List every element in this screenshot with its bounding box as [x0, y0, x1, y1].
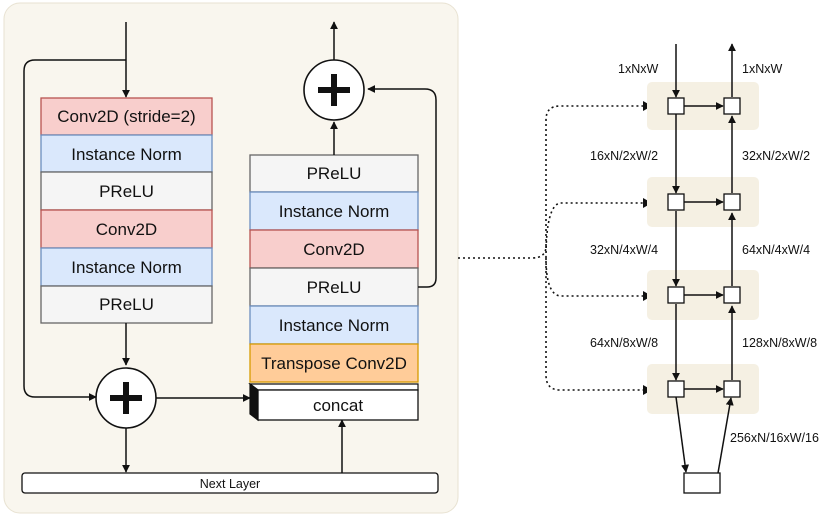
plus-icon	[318, 74, 350, 106]
concat-label: concat	[313, 396, 363, 415]
down-layer-4-label: Instance Norm	[71, 258, 182, 277]
up-skip-connection	[367, 85, 437, 288]
up-layer-2-box	[249, 229, 419, 269]
unet-left-label-2: 32xN/4xW/4	[590, 243, 658, 257]
unet-right-label-2: 64xN/4xW/4	[742, 243, 810, 257]
unet-right-label-0: 1xNxW	[742, 62, 782, 76]
next-layer-label: Next Layer	[200, 477, 260, 491]
up-layer-0-label: PReLU	[307, 164, 362, 183]
unet-node	[667, 97, 685, 115]
unet-node	[667, 380, 685, 398]
unet-left-label-0: 1xNxW	[618, 62, 658, 76]
up-block: PReLU Instance Norm Conv2D PReLU Instanc…	[249, 154, 419, 383]
up-layer-4: Instance Norm	[249, 305, 419, 345]
unet-bottleneck-in-arrow	[675, 396, 690, 473]
up-layer-5-label: Transpose Conv2D	[261, 354, 407, 373]
unet-node	[723, 286, 741, 304]
up-layer-3-label: PReLU	[307, 278, 362, 297]
down-layer-0: Conv2D (stride=2)	[40, 97, 213, 136]
concat-block: concat	[248, 382, 419, 422]
up-layer-4-label: Instance Norm	[279, 316, 390, 335]
plus-icon	[110, 382, 142, 414]
next-layer-bar: Next Layer	[21, 472, 439, 494]
up-layer-5: Transpose Conv2D	[249, 343, 419, 383]
down-add-node	[95, 367, 157, 429]
down-skip-connection	[23, 59, 126, 401]
unet-right-label-3: 128xN/8xW/8	[742, 336, 817, 350]
down-layer-4: Instance Norm	[40, 247, 213, 287]
up-layer-0: PReLU	[249, 154, 419, 193]
down-layer-2-box	[40, 171, 213, 211]
unet-node	[723, 97, 741, 115]
down-layer-3-label: Conv2D	[96, 220, 157, 239]
unet-right-label-4: 256xN/16xW/16	[730, 431, 819, 445]
down-layer-1-label: Instance Norm	[71, 145, 182, 164]
down-layer-3: Conv2D	[40, 209, 213, 249]
up-layer-5-box	[249, 343, 419, 383]
unet-node	[723, 380, 741, 398]
down-layer-2-label: PReLU	[99, 182, 154, 201]
unet-schematic: 1xNxW 16xN/2xW/2 32xN/4xW/4 64xN/8xW/8 1…	[590, 43, 819, 494]
unet-node	[667, 286, 685, 304]
down-layer-2: PReLU	[40, 171, 213, 211]
down-layer-0-label: Conv2D (stride=2)	[57, 107, 195, 126]
up-layer-3: PReLU	[249, 267, 419, 307]
up-layer-2-label: Conv2D	[303, 240, 364, 259]
down-block: Conv2D (stride=2) Instance Norm PReLU Co…	[40, 97, 213, 324]
unet-node	[723, 193, 741, 211]
up-layer-1-label: Instance Norm	[279, 202, 390, 221]
concat-box-front	[257, 389, 419, 421]
up-layer-4-box	[249, 305, 419, 345]
next-layer-box	[21, 472, 439, 494]
down-layer-5: PReLU	[40, 285, 213, 324]
up-layer-1: Instance Norm	[249, 191, 419, 231]
down-layer-1: Instance Norm	[40, 134, 213, 173]
unet-left-label-3: 64xN/8xW/8	[590, 336, 658, 350]
unet-bottleneck-out-arrow	[717, 397, 734, 474]
unet-bottleneck-node	[683, 472, 721, 494]
down-layer-1-box	[40, 134, 213, 173]
up-add-node	[303, 59, 365, 121]
concat-box-top	[248, 383, 419, 391]
unet-left-label-1: 16xN/2xW/2	[590, 149, 658, 163]
down-layer-0-box	[40, 97, 213, 136]
concat-box-side	[249, 382, 259, 422]
unet-right-label-1: 32xN/2xW/2	[742, 149, 810, 163]
up-layer-1-box	[249, 191, 419, 231]
up-layer-2: Conv2D	[249, 229, 419, 269]
unet-node	[667, 193, 685, 211]
down-layer-5-label: PReLU	[99, 295, 154, 314]
